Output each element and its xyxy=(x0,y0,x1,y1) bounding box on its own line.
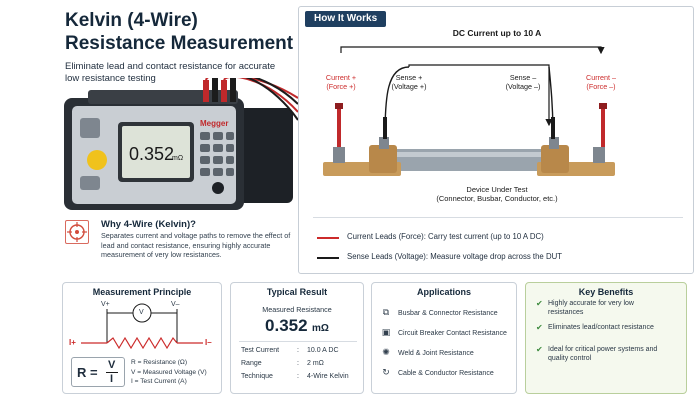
app-item-weld: ✺Weld & Joint Resistance xyxy=(380,345,474,359)
yellow-dial xyxy=(87,150,107,170)
v-plus-label: V+ xyxy=(101,301,110,308)
dc-current-label: DC Current up to 10 A xyxy=(452,28,542,38)
meter-back-case xyxy=(233,108,293,203)
meter-keypad xyxy=(200,132,234,176)
meter-display xyxy=(122,126,190,178)
meter-reading: 0.352 xyxy=(129,144,174,164)
i-plus-label: I+ xyxy=(69,338,76,347)
meter-unit: mΩ xyxy=(172,155,183,162)
title-line-1: Kelvin (4-Wire) xyxy=(65,10,198,31)
row-range-key: Range xyxy=(241,360,262,367)
why-title: Why 4-Wire (Kelvin)? xyxy=(101,219,196,230)
dut-label: Device Under Test (Connector, Busbar, Co… xyxy=(436,185,558,203)
app-item-busbar: ⧉Busbar & Connector Resistance xyxy=(380,305,498,319)
measured-label: Measured Resistance xyxy=(262,305,332,314)
benefit-item-critical: ✔Ideal for critical power systems and qu… xyxy=(536,345,658,362)
principle-title: Measurement Principle xyxy=(92,287,192,297)
measurement-principle-card: Measurement Principle V+ V– V I+ I– R = … xyxy=(62,282,222,394)
check-icon: ✔ xyxy=(536,345,543,354)
sense-plus-label: Sense +(Voltage +) xyxy=(391,73,427,91)
formula-box: R = V I xyxy=(71,357,125,387)
sense-legend-text: Sense Leads (Voltage): Measure voltage d… xyxy=(347,252,562,261)
app-item-breaker: ▣Circuit Breaker Contact Resistance xyxy=(381,327,507,337)
result-value: 0.352 xyxy=(265,316,308,335)
row-test-current-value: 10.0 A DC xyxy=(307,347,339,354)
row-test-current-key: Test Current xyxy=(241,347,280,354)
app-item-cable: ↻Cable & Conductor Resistance xyxy=(380,365,494,379)
result-value-line: 0.352 mΩ xyxy=(231,316,363,336)
megger-meter-illustration: 0.352 mΩ Megger xyxy=(64,78,298,210)
why-body: Separates current and voltage paths to r… xyxy=(101,231,291,259)
v-symbol: V xyxy=(139,309,144,316)
check-icon: ✔ xyxy=(536,323,543,332)
kelvin-wiring-diagram xyxy=(323,46,615,176)
busbar-icon: ⧉ xyxy=(382,307,390,317)
typical-result-card: Typical Result Measured Resistance 0.352… xyxy=(230,282,364,394)
principle-circuit xyxy=(81,303,203,350)
row-technique-key: Technique xyxy=(241,373,273,380)
benefits-title: Key Benefits xyxy=(578,287,634,297)
how-it-works-badge: How It Works xyxy=(305,11,387,27)
benefit-item-accuracy: ✔Highly accurate for very low resistance… xyxy=(536,299,634,316)
force-probe-left xyxy=(337,105,341,147)
sense-arrow xyxy=(408,64,553,127)
weld-icon: ✺ xyxy=(382,347,390,357)
how-it-works-panel: How It Works DC Current up to 10 A Curre… xyxy=(298,6,694,274)
current-plus-label: Current +(Force +) xyxy=(325,73,357,91)
page-subtitle: Eliminate lead and contact resistance fo… xyxy=(65,61,276,84)
result-unit: mΩ xyxy=(312,323,329,334)
force-legend-text: Current Leads (Force): Carry test curren… xyxy=(347,232,544,241)
title-line-2: Resistance Measurement xyxy=(65,33,294,54)
benefit-item-lead: ✔Eliminates lead/contact resistance xyxy=(536,323,654,332)
current-minus-label: Current –(Force –) xyxy=(586,73,616,91)
formula-definitions: R = Resistance (Ω) V = Measured Voltage … xyxy=(131,359,207,385)
force-legend-swatch xyxy=(317,237,339,239)
target-icon xyxy=(65,220,89,244)
applications-card: Applications ⧉Busbar & Connector Resista… xyxy=(371,282,517,394)
lead-plugs xyxy=(203,78,298,121)
sense-probe-right xyxy=(551,117,555,139)
power-button xyxy=(212,182,224,194)
cable-icon: ↻ xyxy=(382,367,390,377)
result-title: Typical Result xyxy=(266,287,328,297)
force-probe-right xyxy=(601,105,605,147)
sense-minus-label: Sense –(Voltage –) xyxy=(505,73,541,91)
check-icon: ✔ xyxy=(536,299,543,308)
row-range-value: 2 mΩ xyxy=(307,360,324,367)
key-benefits-card: Key Benefits ✔Highly accurate for very l… xyxy=(525,282,687,394)
v-minus-label: V– xyxy=(171,301,180,308)
sense-probe-left xyxy=(383,117,387,139)
page-title: Kelvin (4-Wire) Resistance Measurement xyxy=(65,9,293,55)
applications-title: Applications xyxy=(416,287,471,297)
dc-current-arrow xyxy=(340,46,605,55)
sense-legend-swatch xyxy=(317,257,339,259)
row-technique-value: 4-Wire Kelvin xyxy=(307,373,349,380)
meter-brand: Megger xyxy=(200,119,228,128)
breaker-icon: ▣ xyxy=(381,327,391,337)
i-minus-label: I– xyxy=(205,338,212,347)
